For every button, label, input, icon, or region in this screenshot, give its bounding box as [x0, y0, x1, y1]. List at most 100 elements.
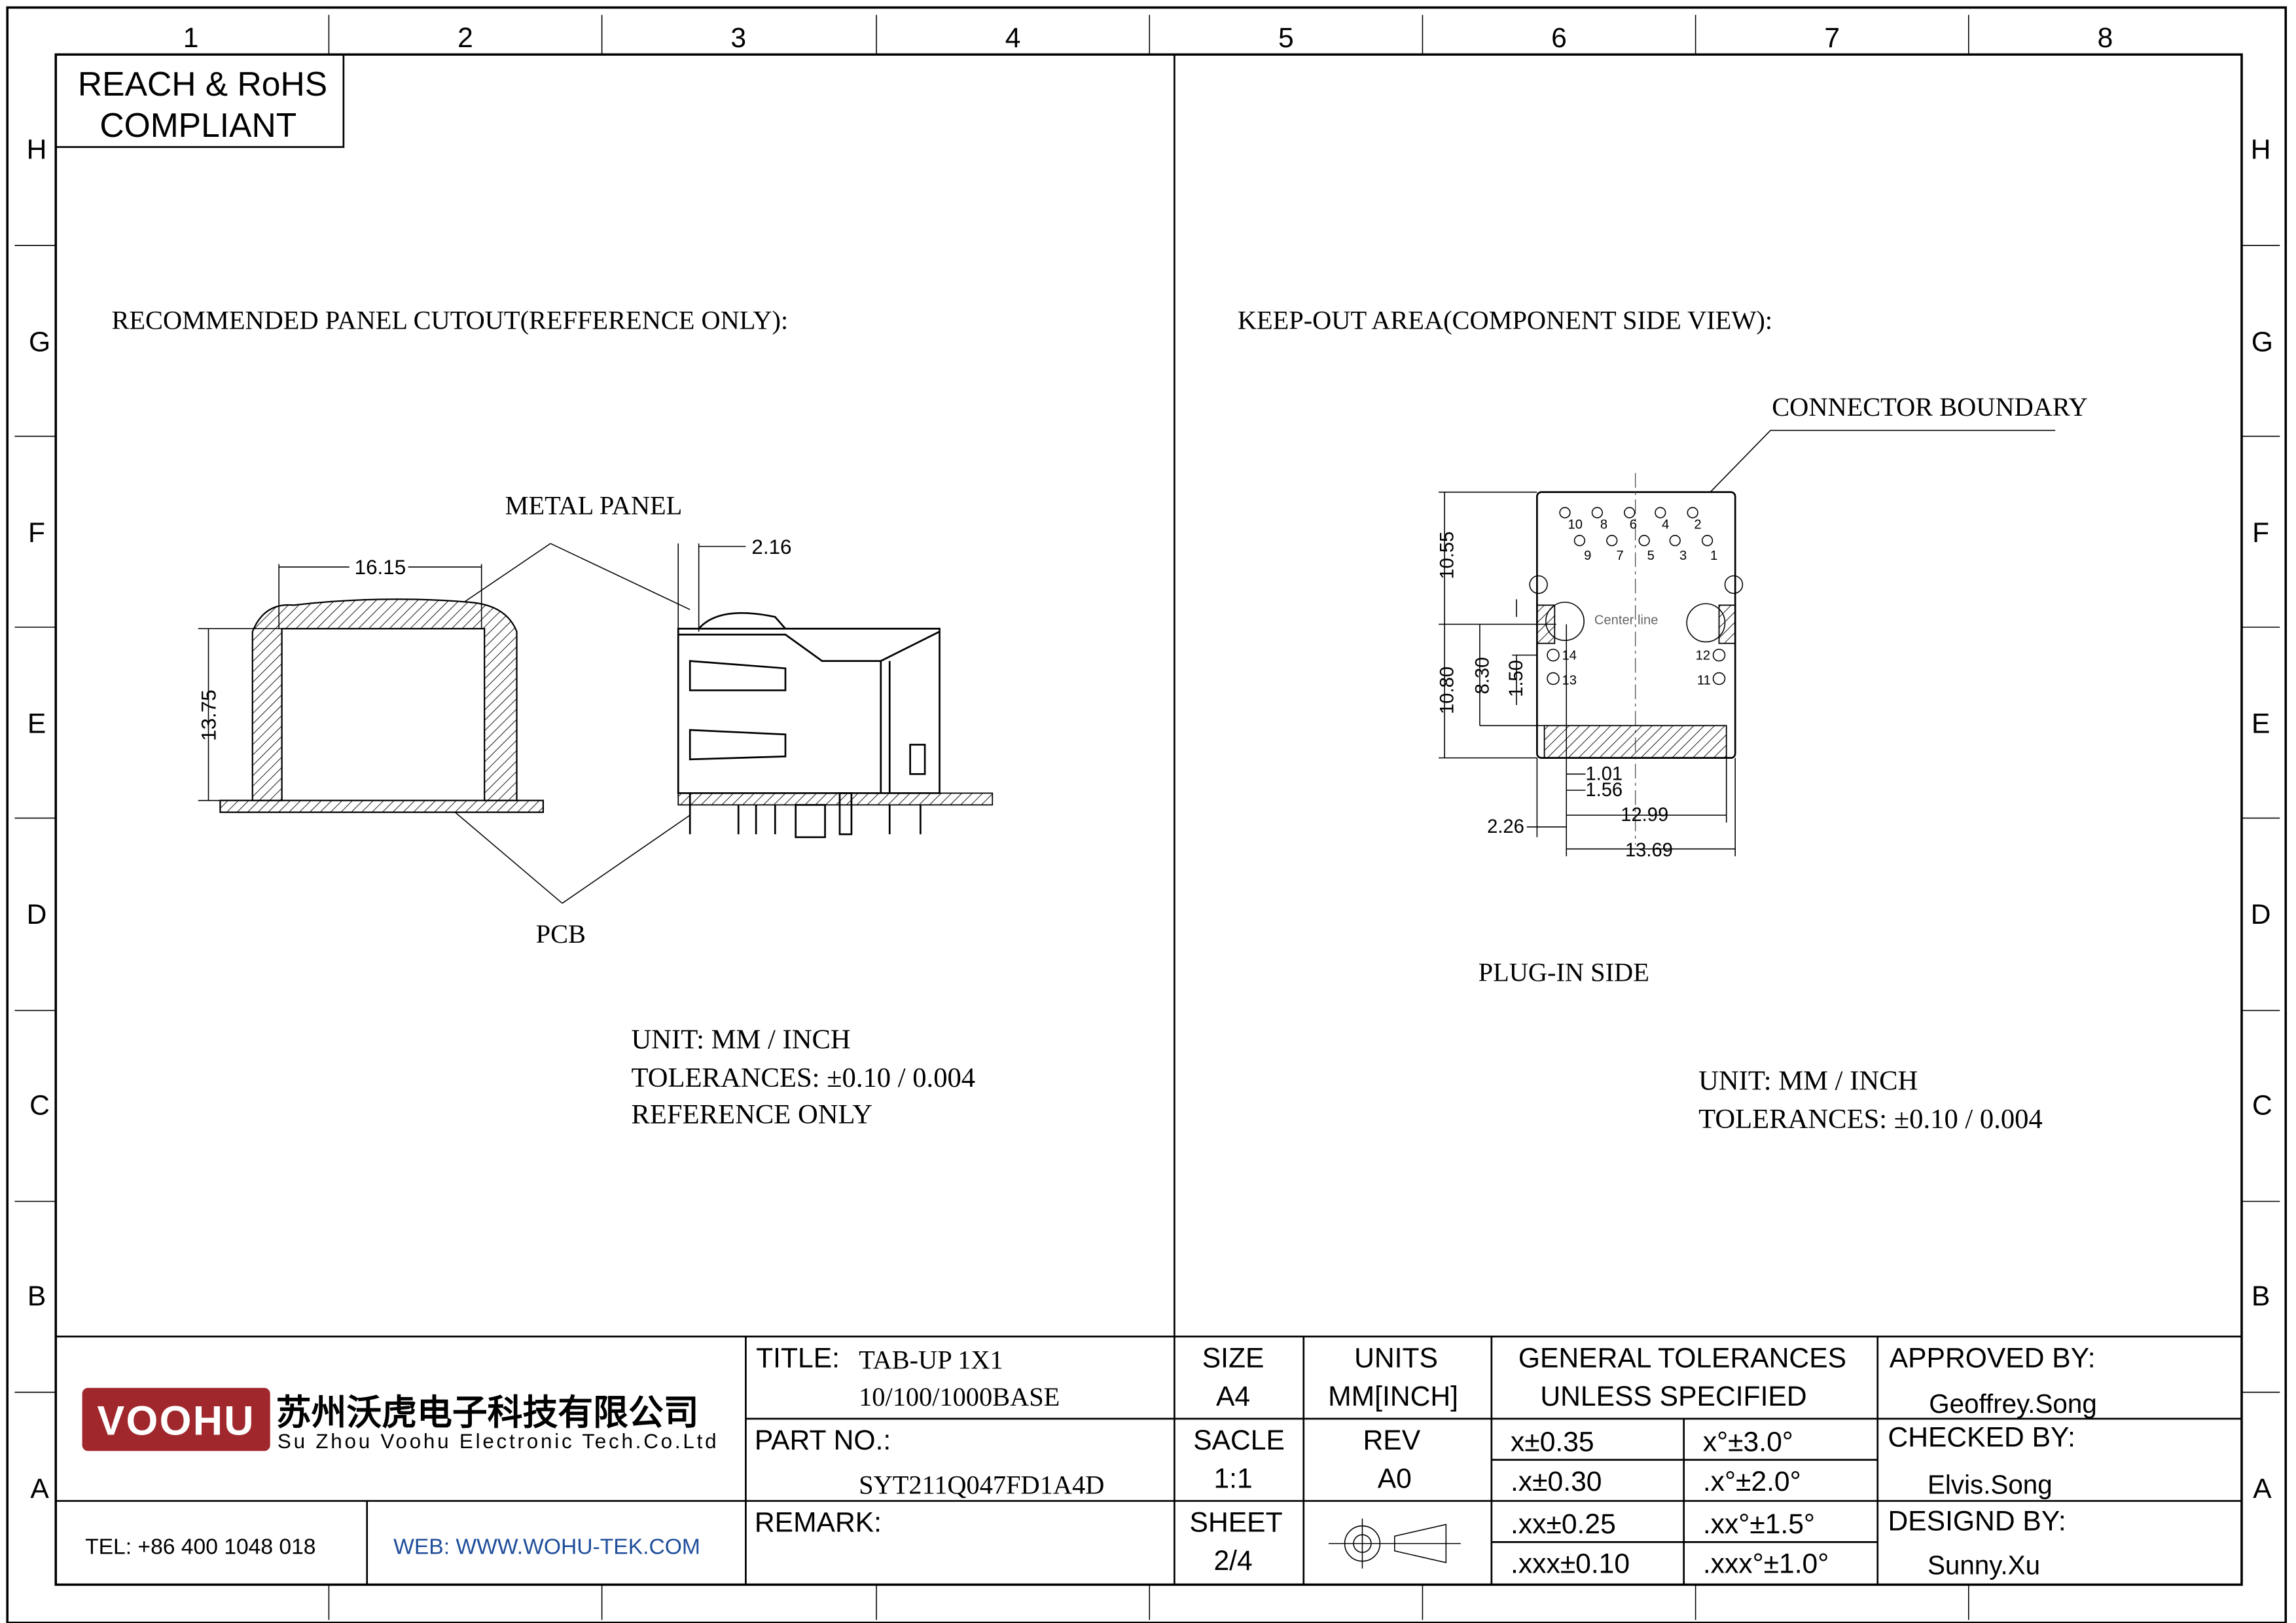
center-line-label: Center line	[1594, 613, 1659, 628]
logo-text: VOOHU	[97, 1398, 255, 1444]
title-line2: 10/100/1000BASE	[859, 1382, 1060, 1412]
column-label: 6	[1551, 22, 1567, 54]
left-note-reference: REFERENCE ONLY	[631, 1099, 872, 1130]
row-label: C	[2252, 1090, 2272, 1122]
dim-10-55: 10.55	[1437, 532, 1458, 579]
column-label: 1	[183, 22, 199, 54]
dim-width: 16.15	[355, 556, 406, 579]
title-block: VOOHU 苏州沃虎电子科技有限公司 Su Zhou Voohu Electro…	[56, 1336, 2242, 1585]
tolerance-header1: GENERAL TOLERANCES	[1518, 1342, 1846, 1374]
row-label: G	[2251, 326, 2273, 357]
title-line1: TAB-UP 1X1	[859, 1345, 1003, 1375]
projection-symbol-icon	[1328, 1518, 1461, 1569]
row-label: D	[27, 899, 47, 930]
left-note-tolerance: TOLERANCES: ±0.10 / 0.004	[631, 1063, 975, 1093]
dim-12-99: 12.99	[1621, 805, 1668, 826]
checked-by: Elvis.Song	[1928, 1469, 2053, 1499]
designed-label: DESIGND BY:	[1888, 1505, 2066, 1537]
left-heading: RECOMMENDED PANEL CUTOUT(REFFERENCE ONLY…	[111, 306, 788, 335]
metal-panel-label: METAL PANEL	[505, 490, 683, 520]
connector-boundary-label: CONNECTOR BOUNDARY	[1772, 392, 2088, 422]
connector-side-view: 2.16	[677, 536, 994, 839]
row-label: A	[30, 1473, 49, 1504]
sheet-frame: 1 2 3 4 5 6 7 8 H G F E D C B A H G F E …	[6, 6, 2287, 1623]
scale-value: 1:1	[1213, 1463, 1252, 1494]
pin-label: 4	[1662, 518, 1669, 532]
compliance-line1: REACH & RoHS	[78, 65, 327, 103]
designed-by: Sunny.Xu	[1928, 1550, 2040, 1580]
row-label: F	[2252, 517, 2269, 549]
company-name-en: Su Zhou Voohu Electronic Tech.Co.Ltd	[278, 1430, 717, 1453]
company-tel: TEL: +86 400 1048 018	[85, 1535, 315, 1559]
right-note-tolerance: TOLERANCES: ±0.10 / 0.004	[1698, 1104, 2043, 1135]
dim-1-01: 1.01	[1585, 763, 1623, 784]
checked-label: CHECKED BY:	[1888, 1422, 2075, 1453]
title-label: TITLE:	[756, 1342, 840, 1374]
pin-label: 8	[1600, 518, 1607, 532]
panel-cutout-view: RECOMMENDED PANEL CUTOUT(REFFERENCE ONLY…	[111, 306, 994, 1130]
column-label: 8	[2098, 22, 2113, 54]
dim-panel-thickness: 2.16	[751, 536, 791, 558]
tolerance-cell: x±0.35	[1511, 1426, 1594, 1457]
units-label: UNITS	[1354, 1342, 1438, 1374]
plug-in-side-label: PLUG-IN SIDE	[1479, 958, 1649, 987]
dim-1-56: 1.56	[1585, 780, 1623, 801]
tolerance-cell: .xxx°±1.0°	[1703, 1548, 1829, 1579]
pin-label: 1	[1710, 549, 1717, 563]
keep-out-view: KEEP-OUT AREA(COMPONENT SIDE VIEW): CONN…	[1238, 306, 2088, 1135]
company-name-cn: 苏州沃虎电子科技有限公司	[276, 1393, 699, 1432]
row-label: E	[27, 708, 46, 740]
column-label: 5	[1278, 22, 1294, 54]
metal-panel-cutout	[251, 598, 518, 801]
compliance-line2: COMPLIANT	[99, 106, 296, 144]
dim-height: 13.75	[198, 689, 221, 741]
row-label: G	[29, 326, 50, 357]
row-label: H	[27, 134, 47, 166]
company-logo: VOOHU	[82, 1387, 270, 1451]
compliance-box: REACH & RoHS COMPLIANT	[54, 53, 345, 148]
pin-label: 2	[1694, 518, 1701, 532]
tolerance-cell: .x°±2.0°	[1703, 1466, 1801, 1497]
dim-10-80: 10.80	[1437, 666, 1458, 714]
units-value: MM[INCH]	[1328, 1381, 1458, 1412]
pcb-strip	[219, 799, 545, 813]
pcb-label: PCB	[536, 919, 586, 949]
tolerance-cell: .xx±0.25	[1511, 1508, 1616, 1540]
tolerance-cell: x°±3.0°	[1703, 1426, 1793, 1457]
approved-by: Geoffrey.Song	[1929, 1389, 2097, 1419]
sheet-label: SHEET	[1190, 1507, 1283, 1539]
pin-label: 10	[1568, 518, 1582, 532]
row-label: A	[2253, 1473, 2272, 1504]
tolerance-cell: .xxx±0.10	[1511, 1548, 1630, 1579]
pin-label: 9	[1584, 549, 1591, 563]
column-label: 4	[1005, 22, 1021, 54]
row-label: F	[28, 517, 45, 549]
pin-label: 11	[1697, 673, 1711, 687]
row-label: C	[29, 1090, 50, 1122]
row-label: D	[2251, 899, 2271, 930]
pin-label: 14	[1562, 648, 1577, 663]
tolerance-cell: .xx°±1.5°	[1703, 1508, 1815, 1540]
column-label: 7	[1824, 22, 1840, 54]
pin-label: 7	[1617, 549, 1624, 563]
sheet-value: 2/4	[1213, 1545, 1252, 1577]
tolerance-header2: UNLESS SPECIFIED	[1540, 1381, 1806, 1412]
remark-label: REMARK:	[755, 1507, 882, 1539]
column-label: 3	[730, 22, 746, 54]
pin-label: 5	[1647, 549, 1655, 563]
left-note-unit: UNIT: MM / INCH	[631, 1025, 850, 1055]
pin-label: 12	[1696, 648, 1710, 663]
rev-value: A0	[1378, 1463, 1412, 1494]
dim-8-30: 8.30	[1472, 657, 1493, 695]
size-label: SIZE	[1202, 1342, 1265, 1374]
keep-out-hatch	[1543, 725, 1727, 759]
column-label: 2	[457, 22, 473, 54]
row-label: B	[2251, 1281, 2270, 1312]
row-label: H	[2251, 134, 2271, 166]
part-no: SYT211Q047FD1A4D	[859, 1470, 1104, 1499]
row-label: E	[2251, 708, 2270, 740]
dim-1-50: 1.50	[1506, 660, 1527, 697]
dim-13-69: 13.69	[1625, 840, 1673, 861]
scale-label: SACLE	[1193, 1425, 1285, 1456]
